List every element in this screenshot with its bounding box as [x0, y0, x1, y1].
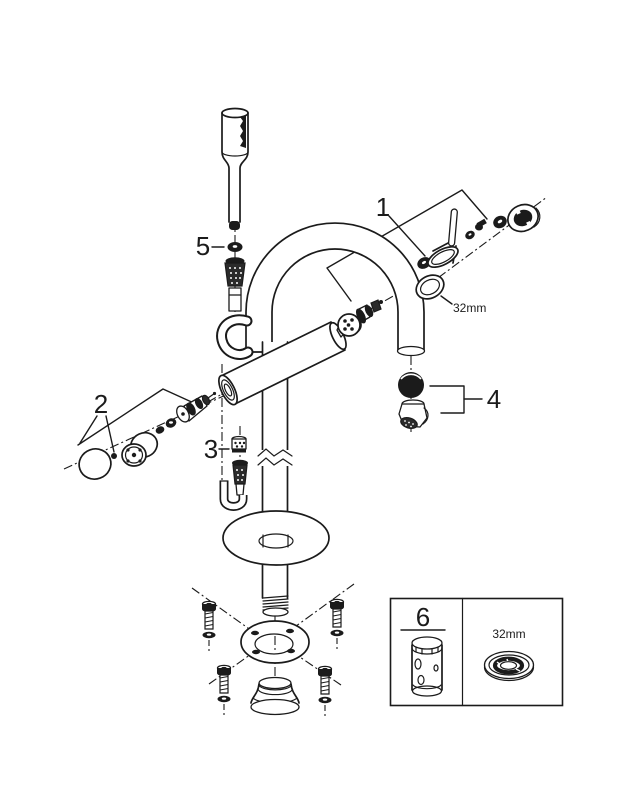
dim-leader [440, 295, 453, 305]
handle-cap-disc [78, 448, 112, 480]
mounting-base [250, 676, 300, 716]
escutcheon-plate [222, 510, 330, 566]
head-seam [221, 151, 249, 157]
handle-screw [111, 453, 117, 459]
hose-nipple [235, 483, 245, 496]
shower-hook [216, 314, 254, 360]
inset-ring-dimension: 32mm [492, 627, 525, 641]
aerator-ball [398, 372, 424, 398]
drain-plug-face [427, 245, 459, 269]
inset-cartridge [411, 636, 443, 697]
callout-3: 3 [204, 434, 218, 464]
part2-leader-screw [105, 415, 115, 453]
hand-shower [221, 107, 249, 230]
mixer-body [218, 321, 347, 406]
valve-knurled-tip [370, 299, 382, 313]
drain-flange-ring [507, 203, 539, 233]
break-zigzag-bottom [257, 457, 293, 466]
flange-hole [254, 633, 294, 655]
drain-ring-dimension: 32mm [453, 301, 486, 315]
part1-leader [388, 215, 426, 257]
spray-face [240, 115, 246, 148]
riser-threaded-end [262, 595, 289, 617]
hose-connector-upper [224, 257, 246, 312]
break-zigzag-top [257, 448, 293, 457]
hose-washer-part5 [227, 242, 243, 252]
spout-arc [245, 222, 426, 357]
drain-pull-rod [447, 208, 458, 247]
part1-group-leader [326, 189, 488, 302]
hose-stub [228, 287, 242, 312]
escutcheon-body [222, 510, 330, 566]
pipe-end-face [262, 607, 289, 617]
drain-assembly [388, 203, 541, 305]
floor-mounting-set [191, 583, 355, 717]
callout-5: 5 [196, 231, 210, 261]
drain-ring-32mm [415, 274, 445, 300]
flange-screw-hole [286, 628, 294, 634]
callout-1: 1 [376, 192, 390, 222]
part4-bracket [429, 385, 465, 414]
callout-2: 2 [94, 389, 108, 419]
flange-screw-hole [287, 648, 295, 654]
handle-end-cap [229, 221, 240, 230]
callout-4: 4 [487, 384, 501, 414]
handle-assembly [77, 388, 217, 480]
inset-seal-ring [483, 650, 535, 682]
escutcheon-hole [258, 533, 294, 549]
explosion-axes [63, 150, 548, 482]
check-valve [336, 299, 383, 338]
handle-washer-small [155, 426, 165, 434]
part2-leader-disc [79, 415, 98, 444]
flange-screw-hole [251, 630, 259, 636]
spout-tube [245, 222, 425, 353]
aerator-assembly [398, 372, 483, 430]
inset-box [389, 597, 564, 707]
hose-connector-part3 [219, 435, 248, 511]
flange-screw-hole [252, 649, 260, 655]
spout-outlet-face [396, 345, 426, 357]
break-gap [257, 450, 293, 466]
part2-group-leader [77, 388, 197, 446]
callout-6: 6 [416, 602, 430, 632]
body-open-end [218, 374, 238, 406]
